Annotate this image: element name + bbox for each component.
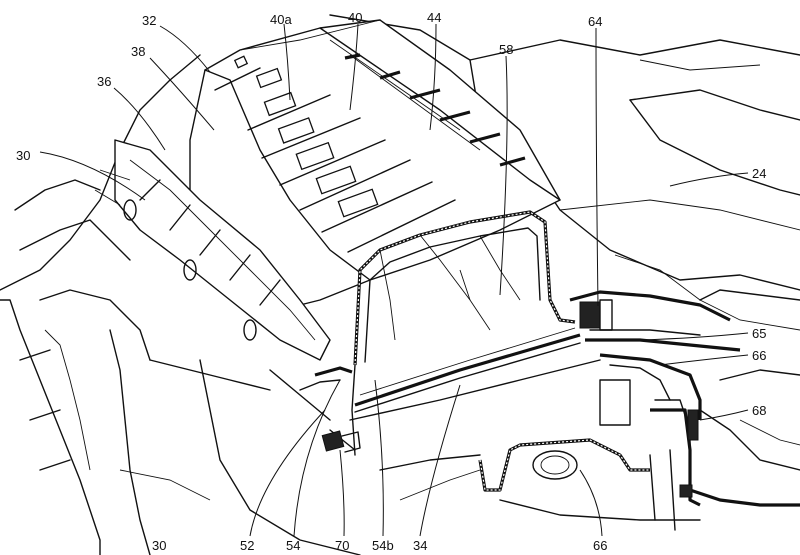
duct-section [353, 210, 576, 366]
label-30-bottom: 30 [152, 538, 166, 553]
label-54b: 54b [372, 538, 394, 553]
label-66-bottom: 66 [593, 538, 607, 553]
label-38: 38 [131, 44, 145, 59]
member-44-ribs [344, 53, 526, 167]
label-32: 32 [142, 13, 156, 28]
left-panel-structure [0, 54, 361, 555]
lower-plate [329, 327, 601, 456]
label-70: 70 [335, 538, 349, 553]
label-58: 58 [499, 42, 513, 57]
label-54: 54 [286, 538, 300, 553]
label-65: 65 [752, 326, 766, 341]
fastener-70 [321, 430, 361, 453]
label-44: 44 [427, 10, 441, 25]
label-36: 36 [97, 74, 111, 89]
louvered-bracket [94, 139, 331, 361]
bracket-52-54 [269, 366, 353, 421]
right-mechanism [569, 290, 800, 531]
duct-slots [214, 55, 456, 253]
leader-lines [39, 23, 749, 537]
label-68: 68 [752, 403, 766, 418]
label-34: 34 [413, 538, 427, 553]
label-30-top: 30 [16, 148, 30, 163]
label-52: 52 [240, 538, 254, 553]
lower-channel [379, 438, 701, 521]
label-66-right: 66 [752, 348, 766, 363]
reference-labels: 32 40a 40 44 58 64 38 36 30 24 65 66 68 … [16, 10, 766, 553]
label-40a: 40a [270, 12, 292, 27]
label-24: 24 [752, 166, 766, 181]
label-64: 64 [588, 14, 602, 29]
label-40: 40 [348, 10, 362, 25]
